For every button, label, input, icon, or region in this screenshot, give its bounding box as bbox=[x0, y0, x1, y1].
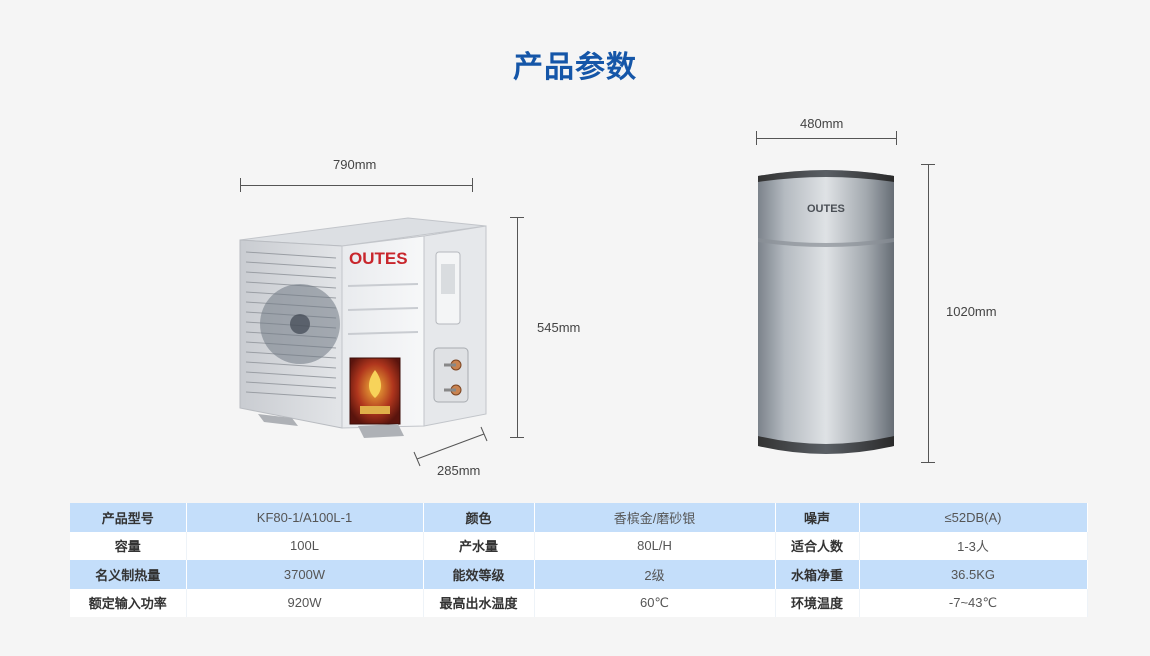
tank-height-line bbox=[928, 164, 929, 463]
spec-value: 2级 bbox=[534, 560, 776, 589]
spec-value: 60℃ bbox=[534, 588, 776, 617]
ac-height-tick-bottom bbox=[510, 437, 524, 438]
spec-key: 容量 bbox=[70, 531, 187, 560]
ac-width-line bbox=[240, 185, 473, 186]
spec-value: KF80-1/A100L-1 bbox=[186, 503, 424, 532]
ac-depth-line bbox=[413, 426, 488, 467]
spec-key: 最高出水温度 bbox=[423, 588, 535, 617]
spec-value: 80L/H bbox=[534, 531, 776, 560]
spec-key: 环境温度 bbox=[775, 588, 860, 617]
tank-height-label: 1020mm bbox=[946, 304, 997, 319]
spec-key: 噪声 bbox=[775, 503, 860, 532]
tank-width-tick-right bbox=[896, 131, 897, 145]
spec-value: 920W bbox=[186, 588, 424, 617]
spec-key: 适合人数 bbox=[775, 531, 860, 560]
table-row: 额定输入功率 920W 最高出水温度 60℃ 环境温度 -7~43℃ bbox=[70, 588, 1088, 617]
ac-height-line bbox=[517, 217, 518, 438]
spec-value: 100L bbox=[186, 531, 424, 560]
water-tank: OUTES bbox=[758, 170, 894, 454]
ac-width-label: 790mm bbox=[333, 157, 377, 172]
spec-value: ≤52DB(A) bbox=[859, 503, 1088, 532]
spec-key: 能效等级 bbox=[423, 560, 535, 589]
spec-key: 水箱净重 bbox=[775, 560, 860, 589]
tank-brand-logo-text: OUTES bbox=[807, 203, 845, 215]
spec-value: -7~43℃ bbox=[859, 588, 1088, 617]
page-title: 产品参数 bbox=[513, 50, 637, 85]
ac-depth-label: 285mm bbox=[437, 463, 481, 478]
spec-key: 额定输入功率 bbox=[70, 588, 187, 617]
tank-height-tick-bottom bbox=[921, 462, 935, 463]
spec-value: 36.5KG bbox=[859, 560, 1088, 589]
flame-icon bbox=[368, 370, 382, 398]
ac-width-tick-right bbox=[472, 178, 473, 192]
tank-width-line bbox=[756, 138, 897, 139]
pipe-connector-panel bbox=[433, 347, 469, 403]
table-row: 容量 100L 产水量 80L/H 适合人数 1-3人 bbox=[70, 531, 1088, 560]
tank-width-label: 480mm bbox=[800, 116, 844, 131]
heat-pump-outdoor-unit: OUTES bbox=[239, 217, 487, 438]
brand-logo-text: OUTES bbox=[349, 249, 408, 268]
spec-value: 1-3人 bbox=[859, 531, 1088, 560]
table-row: 产品型号 KF80-1/A100L-1 颜色 香槟金/磨砂银 噪声 ≤52DB(… bbox=[70, 503, 1088, 532]
spec-key: 产品型号 bbox=[70, 503, 187, 532]
spec-key: 颜色 bbox=[423, 503, 535, 532]
table-row: 名义制热量 3700W 能效等级 2级 水箱净重 36.5KG bbox=[70, 560, 1088, 589]
spec-key: 产水量 bbox=[423, 531, 535, 560]
spec-table: 产品型号 KF80-1/A100L-1 颜色 香槟金/磨砂银 噪声 ≤52DB(… bbox=[70, 503, 1088, 617]
spec-value: 3700W bbox=[186, 560, 424, 589]
spec-value: 香槟金/磨砂银 bbox=[534, 503, 776, 532]
spec-key: 名义制热量 bbox=[70, 560, 187, 589]
ac-height-label: 545mm bbox=[537, 320, 581, 335]
